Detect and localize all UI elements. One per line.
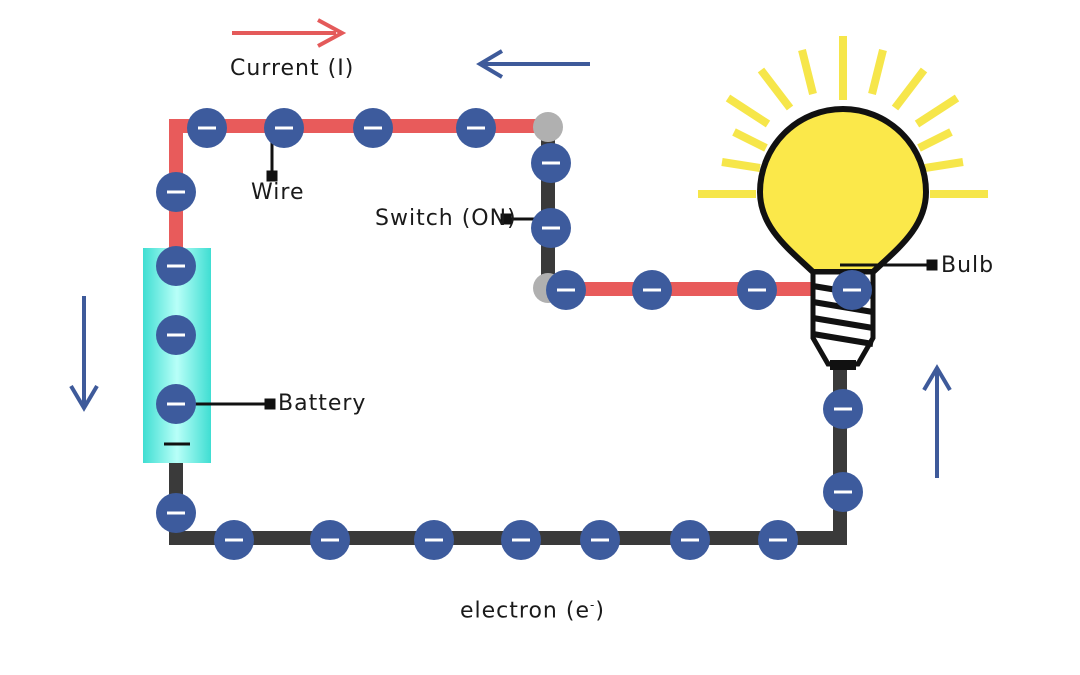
- wire-label: Wire: [251, 180, 305, 205]
- wire-return: [169, 366, 847, 545]
- electron-direction-arrow-top: [476, 49, 590, 79]
- switch-label: Switch (ON): [375, 206, 517, 231]
- electron-label: electron (e-): [460, 598, 605, 623]
- electron-label-superscript: -: [589, 598, 596, 612]
- sun-rays: [698, 36, 988, 198]
- electron: [156, 246, 196, 286]
- electron: [156, 315, 196, 355]
- electron: [456, 108, 496, 148]
- electron: [187, 108, 227, 148]
- electron-label-text: electron (e: [460, 598, 590, 624]
- electron-direction-arrow-left: [69, 296, 99, 412]
- electron: [214, 520, 254, 560]
- current-label: Current (I): [230, 56, 355, 81]
- current-direction-arrow: [232, 18, 347, 48]
- electron: [531, 143, 571, 183]
- battery-label: Battery: [278, 391, 367, 416]
- bulb-label: Bulb: [941, 253, 995, 278]
- electron: [758, 520, 798, 560]
- electrons: [156, 108, 872, 560]
- electron: [832, 270, 872, 310]
- electron-direction-arrow-right: [922, 364, 952, 478]
- electron: [823, 472, 863, 512]
- electron: [156, 493, 196, 533]
- electron: [546, 270, 586, 310]
- electron: [823, 389, 863, 429]
- electron: [580, 520, 620, 560]
- bulb: [756, 106, 930, 370]
- electron: [414, 520, 454, 560]
- electron: [353, 108, 393, 148]
- electron: [501, 520, 541, 560]
- electron: [156, 384, 196, 424]
- electron: [632, 270, 672, 310]
- electron: [670, 520, 710, 560]
- electron: [531, 208, 571, 248]
- electron: [737, 270, 777, 310]
- electron: [264, 108, 304, 148]
- electron: [156, 172, 196, 212]
- electron-label-close: ): [595, 598, 605, 624]
- electron: [310, 520, 350, 560]
